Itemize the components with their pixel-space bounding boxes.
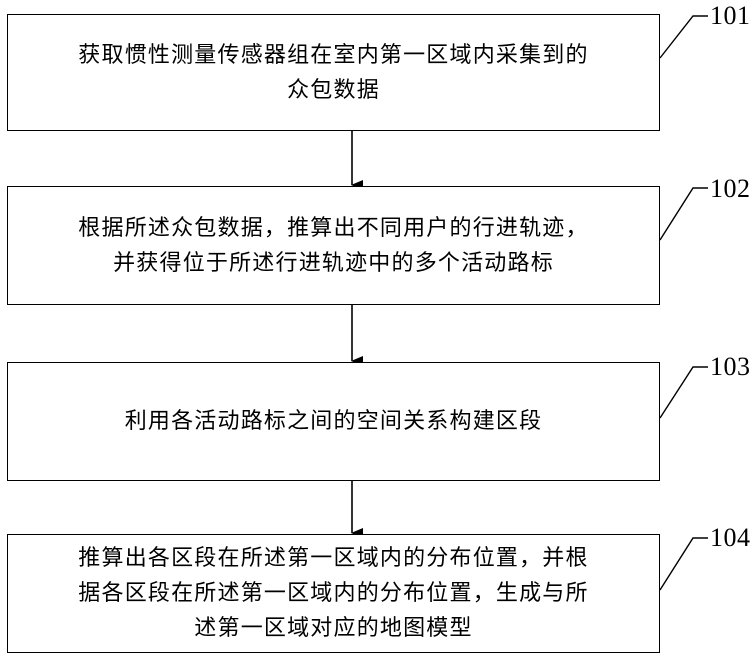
step-text-103: 利用各活动路标之间的空间关系构建区段 xyxy=(29,404,639,439)
leader-line-101 xyxy=(660,16,708,58)
step-id-102: 102 xyxy=(710,176,751,202)
step-text-102: 根据所述众包数据，推算出不同用户的行进轨迹， 并获得位于所述行进轨迹中的多个活动… xyxy=(29,211,639,281)
step-id-104: 104 xyxy=(710,525,751,551)
leader-line-104 xyxy=(660,538,708,590)
step-box-104: 推算出各区段在所述第一区域内的分布位置，并根 据各区段在所述第一区域内的分布位置… xyxy=(7,534,660,653)
step-box-101: 获取惯性测量传感器组在室内第一区域内采集到的 众包数据 xyxy=(7,14,660,131)
step-text-104: 推算出各区段在所述第一区域内的分布位置，并根 据各区段在所述第一区域内的分布位置… xyxy=(29,541,639,646)
leader-line-103 xyxy=(660,367,708,418)
leader-line-102 xyxy=(660,188,708,240)
step-box-103: 利用各活动路标之间的空间关系构建区段 xyxy=(7,362,660,481)
step-text-101: 获取惯性测量传感器组在室内第一区域内采集到的 众包数据 xyxy=(29,38,639,108)
step-box-102: 根据所述众包数据，推算出不同用户的行进轨迹， 并获得位于所述行进轨迹中的多个活动… xyxy=(7,186,660,305)
step-id-103: 103 xyxy=(710,354,751,380)
step-id-101: 101 xyxy=(710,3,751,29)
